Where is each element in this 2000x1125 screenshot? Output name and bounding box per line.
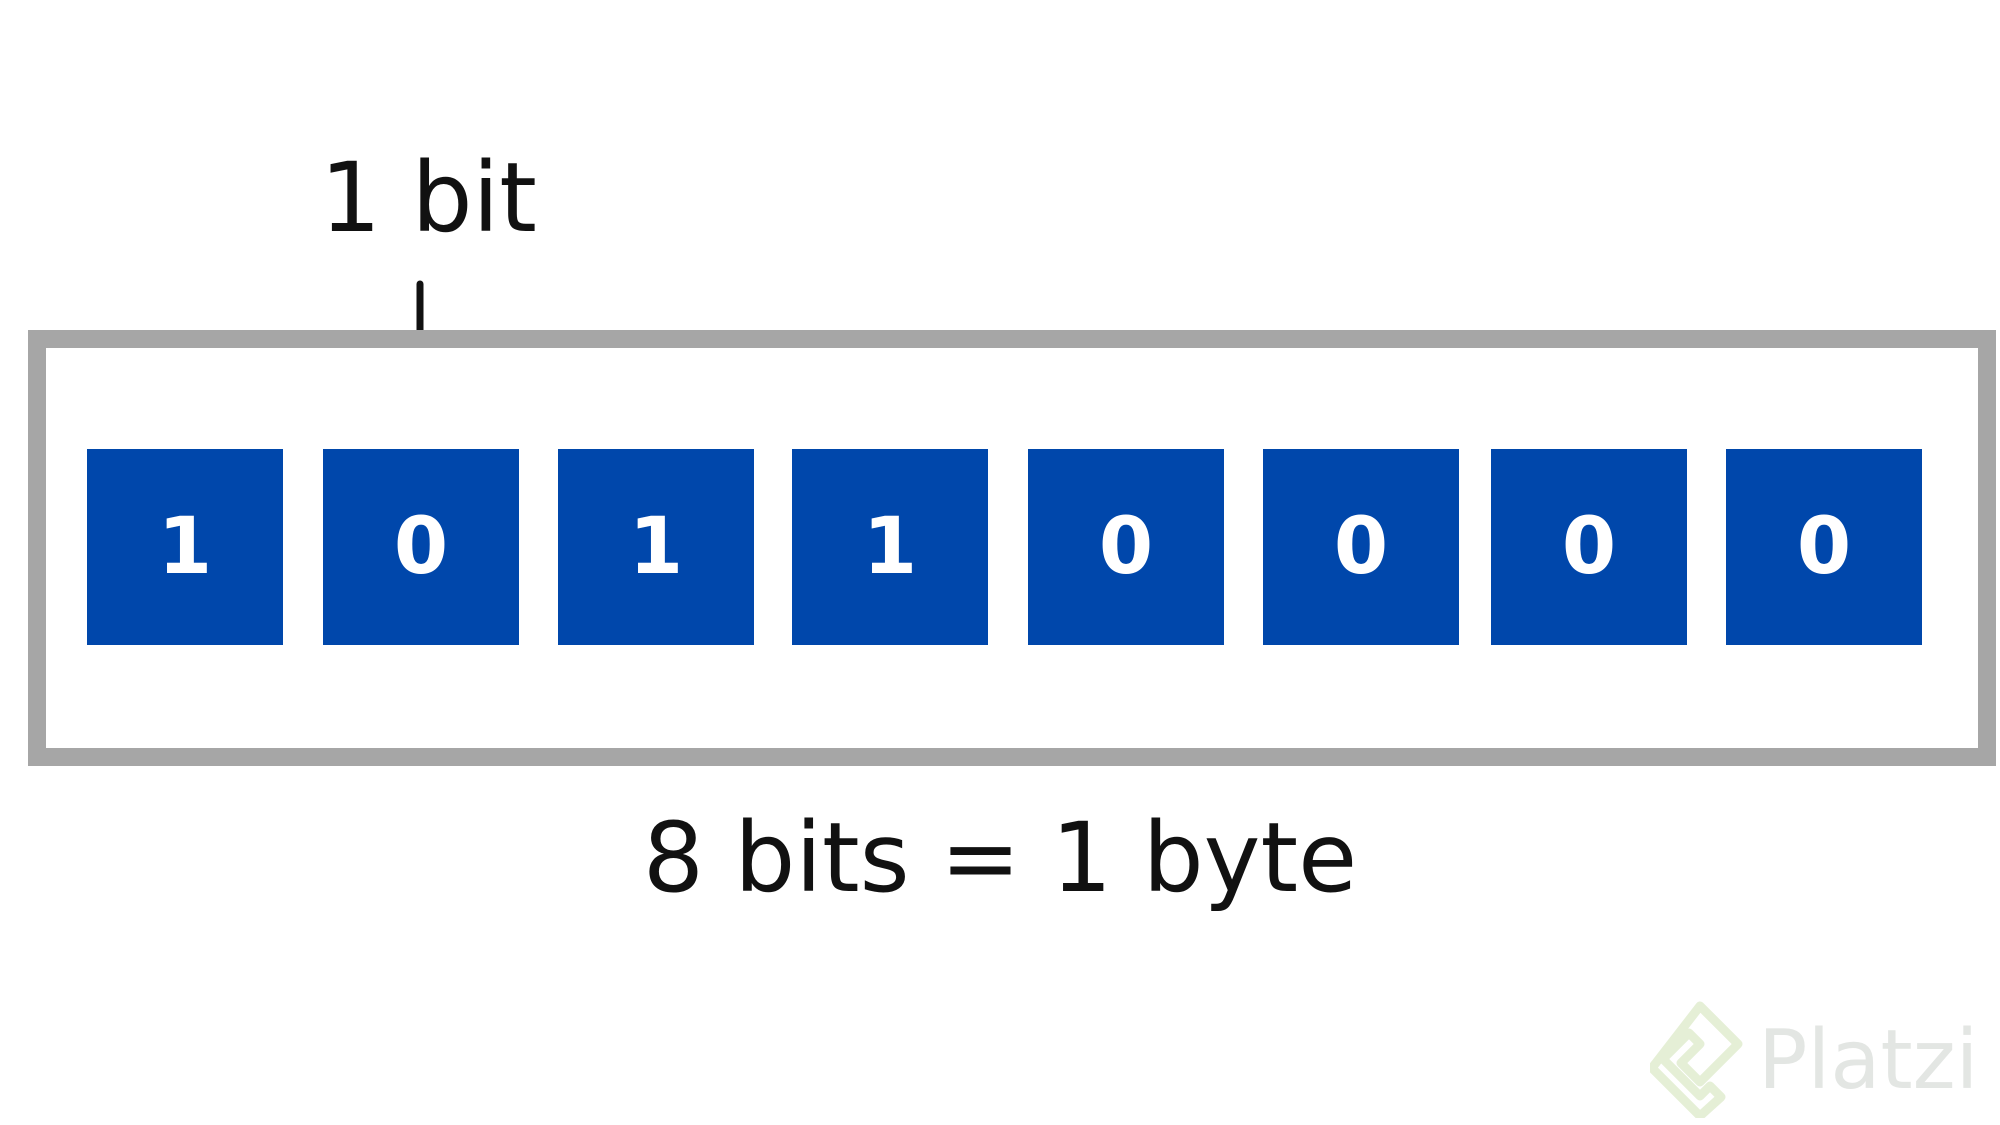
bit-cell: 1	[87, 449, 283, 645]
bit-value: 1	[862, 502, 918, 592]
platzi-wordmark: Platzi	[1758, 1013, 1979, 1108]
platzi-watermark: Platzi	[1650, 1000, 1990, 1120]
bit-cell: 0	[323, 449, 519, 645]
bit-cell: 0	[1028, 449, 1224, 645]
bit-cell: 0	[1263, 449, 1459, 645]
bit-value: 0	[1333, 502, 1389, 592]
bit-cell: 0	[1726, 449, 1922, 645]
bit-cell: 0	[1491, 449, 1687, 645]
bit-value: 1	[157, 502, 213, 592]
bit-value: 0	[1796, 502, 1852, 592]
bit-value: 0	[1561, 502, 1617, 592]
bit-value: 1	[628, 502, 684, 592]
byte-caption: 8 bits = 1 byte	[642, 802, 1358, 914]
platzi-logo-icon	[1650, 1001, 1743, 1118]
bit-cell: 1	[792, 449, 988, 645]
bit-pointer-label: 1 bit	[320, 142, 537, 254]
bit-value: 0	[1098, 502, 1154, 592]
bit-cell: 1	[558, 449, 754, 645]
bit-value: 0	[393, 502, 449, 592]
